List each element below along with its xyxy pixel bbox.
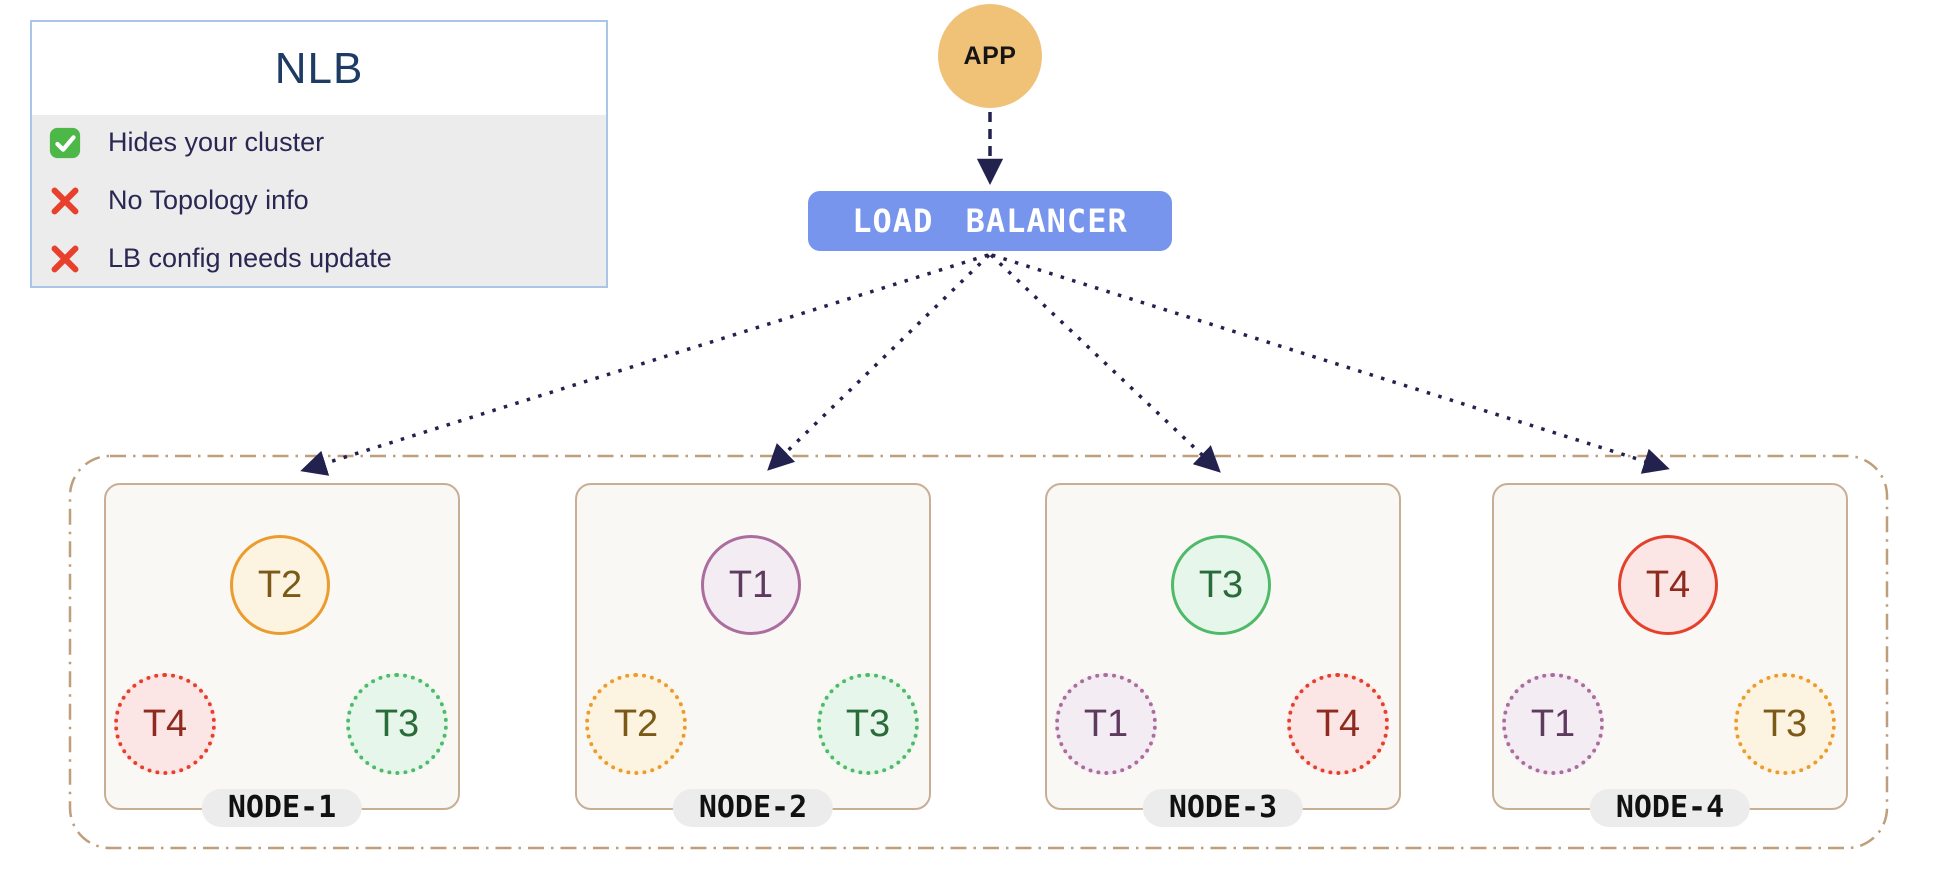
legend-header: NLB <box>32 22 606 115</box>
load-balancer-label: LOAD BALANCER <box>852 202 1128 240</box>
legend-card: NLB Hides your cluster No Topology info <box>30 20 608 288</box>
legend-row: LB config needs update <box>32 234 606 284</box>
lb-to-node4-arrow <box>991 253 1670 474</box>
legend-body: Hides your cluster No Topology info LB c… <box>32 115 606 286</box>
node-1-label: NODE-1 <box>201 789 363 827</box>
target-circle-dotted: T4 <box>114 673 216 775</box>
target-label: T2 <box>613 702 659 745</box>
target-circle-dotted: T4 <box>1287 673 1389 775</box>
lb-to-node2-arrow <box>767 253 991 471</box>
target-label: T4 <box>1645 563 1691 606</box>
legend-row: Hides your cluster <box>32 118 606 168</box>
legend-item-text: LB config needs update <box>108 243 392 273</box>
target-label: T2 <box>257 563 303 606</box>
node-4-box: T4 T1 T3 NODE-4 <box>1492 483 1848 827</box>
legend-row: No Topology info <box>32 176 606 226</box>
target-label: T3 <box>1198 563 1244 606</box>
app-node: APP <box>938 4 1042 108</box>
target-circle-solid: T3 <box>1171 535 1271 635</box>
node-4-label: NODE-4 <box>1589 789 1751 827</box>
target-circle-dotted: T1 <box>1502 673 1604 775</box>
legend-item-text: No Topology info <box>108 185 309 215</box>
legend-title: NLB <box>274 43 364 93</box>
cross-icon <box>51 245 79 272</box>
lb-to-node3-arrow <box>989 253 1221 473</box>
target-circle-dotted: T2 <box>585 673 687 775</box>
target-label: T1 <box>1530 702 1576 745</box>
target-circle-dotted: T3 <box>817 673 919 775</box>
target-label: T3 <box>845 702 891 745</box>
cross-icon <box>51 187 79 214</box>
app-label: APP <box>963 41 1017 70</box>
target-circle-dotted: T1 <box>1055 673 1157 775</box>
target-label: T3 <box>374 702 420 745</box>
target-circle-dotted: T3 <box>346 673 448 775</box>
node-1-box: T2 T4 T3 NODE-1 <box>104 483 460 827</box>
target-label: T1 <box>1083 702 1129 745</box>
target-circle-solid: T4 <box>1618 535 1718 635</box>
load-balancer-box: LOAD BALANCER <box>808 191 1172 251</box>
node-3-box: T3 T1 T4 NODE-3 <box>1045 483 1401 827</box>
target-label: T1 <box>728 563 774 606</box>
target-label: T4 <box>1315 702 1361 745</box>
node-2-box: T1 T2 T3 NODE-2 <box>575 483 931 827</box>
target-label: T3 <box>1762 702 1808 745</box>
node-3-label: NODE-3 <box>1142 789 1304 827</box>
target-circle-solid: T2 <box>230 535 330 635</box>
target-circle-dotted: T3 <box>1734 673 1836 775</box>
legend-item-text: Hides your cluster <box>108 127 325 157</box>
target-label: T4 <box>142 702 188 745</box>
node-2-label: NODE-2 <box>672 789 834 827</box>
target-circle-solid: T1 <box>701 535 801 635</box>
check-icon <box>49 127 81 158</box>
